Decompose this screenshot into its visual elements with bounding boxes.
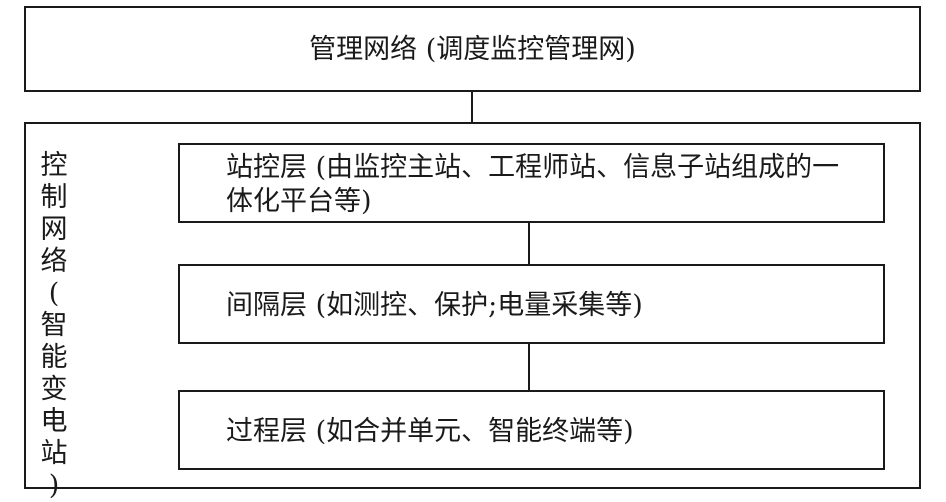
vertical-title-char: 络 xyxy=(40,246,68,277)
control-network-vertical-title: 控 制 网 络 ( 智 能 变 电 站 ) xyxy=(36,150,72,502)
connector-station-to-bay xyxy=(528,223,530,264)
process-layer-label: 过程层 (如合并单元、智能终端等) xyxy=(226,416,634,447)
vertical-title-char: 控 xyxy=(40,150,68,181)
connector-management-to-control xyxy=(471,92,473,122)
bay-layer-box: 间隔层 (如测控、保护;电量采集等) xyxy=(178,264,885,344)
vertical-title-char: 站 xyxy=(40,438,68,469)
vertical-title-char: 变 xyxy=(40,374,68,405)
vertical-title-char: ( xyxy=(48,278,60,309)
bay-layer-label: 间隔层 (如测控、保护;电量采集等) xyxy=(226,290,643,321)
station-layer-box: 站控层 (由监控主站、工程师站、信息子站组成的一体化平台等) xyxy=(178,143,885,223)
process-layer-box: 过程层 (如合并单元、智能终端等) xyxy=(178,390,885,470)
vertical-title-char: ) xyxy=(48,470,60,501)
vertical-title-char: 电 xyxy=(40,406,68,437)
management-network-label: 管理网络 (调度监控管理网) xyxy=(309,34,636,65)
vertical-title-char: 网 xyxy=(40,214,68,245)
vertical-title-char: 能 xyxy=(40,342,68,373)
connector-bay-to-process xyxy=(528,344,530,390)
management-network-box: 管理网络 (调度监控管理网) xyxy=(24,6,921,92)
station-layer-label: 站控层 (由监控主站、工程师站、信息子站组成的一体化平台等) xyxy=(226,152,840,217)
vertical-title-char: 智 xyxy=(40,310,68,341)
vertical-title-char: 制 xyxy=(40,182,68,213)
